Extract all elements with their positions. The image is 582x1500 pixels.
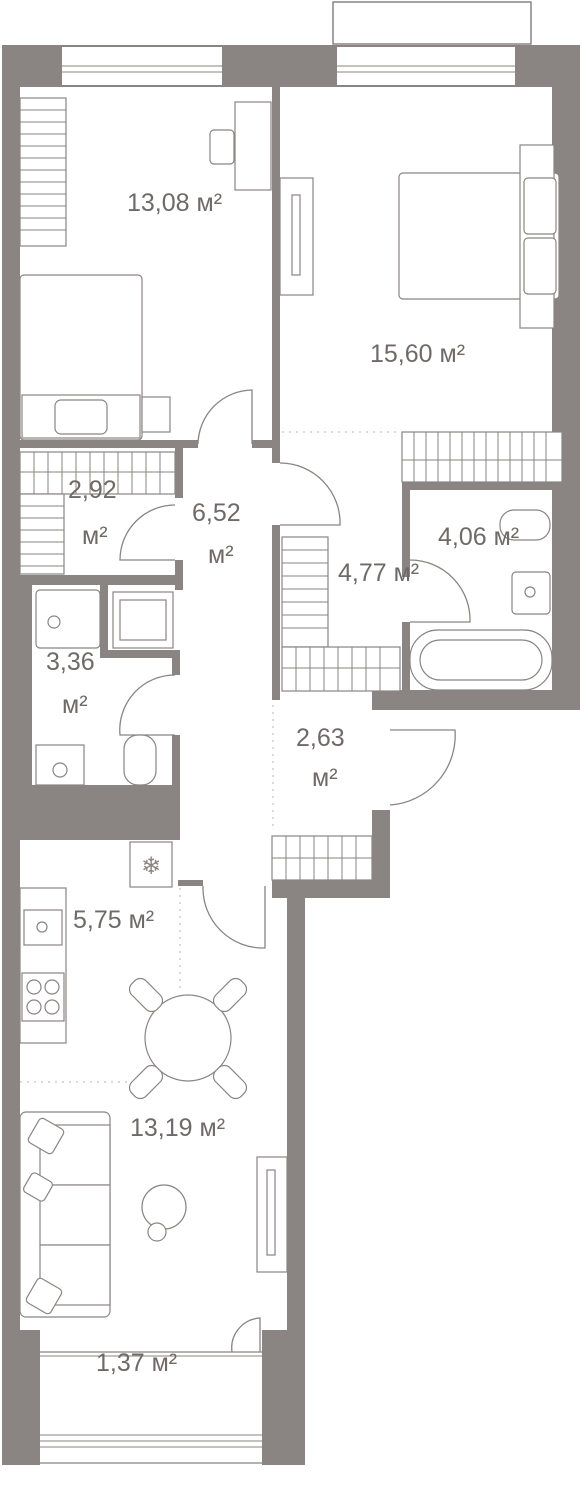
- snowflake-icon: ❄: [141, 852, 161, 880]
- area-hall-unit: м²: [208, 541, 234, 569]
- area-entry-unit: м²: [312, 764, 338, 792]
- area-living: 13,19 м²: [130, 1114, 225, 1142]
- area-balcony: 1,37 м²: [96, 1349, 177, 1377]
- area-bedroom-1: 13,08 м²: [127, 189, 222, 217]
- outer-walls: [2, 45, 580, 1465]
- area-bedroom-2: 15,60 м²: [370, 340, 465, 368]
- interior-walls: [20, 87, 552, 886]
- dining-table: [128, 977, 248, 1100]
- bedroom2-furniture: [279, 144, 563, 483]
- bathroom-furniture: [409, 509, 553, 691]
- kitchen-furniture: ❄: [19, 841, 181, 1083]
- wc-furniture: [35, 589, 174, 786]
- area-wc-unit: м²: [62, 691, 88, 719]
- bedroom1-furniture: [19, 97, 272, 441]
- hall-closet: [271, 536, 401, 881]
- area-bathroom: 4,06 м²: [438, 523, 519, 551]
- doors: [119, 389, 471, 1353]
- area-hall-closet: 4,77 м²: [338, 559, 419, 587]
- area-hall-value: 6,52: [192, 499, 241, 527]
- balcony-top: [332, 1, 532, 45]
- area-wc-value: 3,36: [46, 648, 95, 676]
- area-entry-value: 2,63: [296, 724, 345, 752]
- balcony-bottom: [40, 1351, 262, 1464]
- area-kitchen: 5,75 м²: [73, 906, 154, 934]
- area-closet-unit: м²: [82, 522, 108, 550]
- living-furniture: [19, 1111, 288, 1318]
- area-closet-value: 2,92: [68, 476, 117, 504]
- closet-furniture: [19, 451, 176, 575]
